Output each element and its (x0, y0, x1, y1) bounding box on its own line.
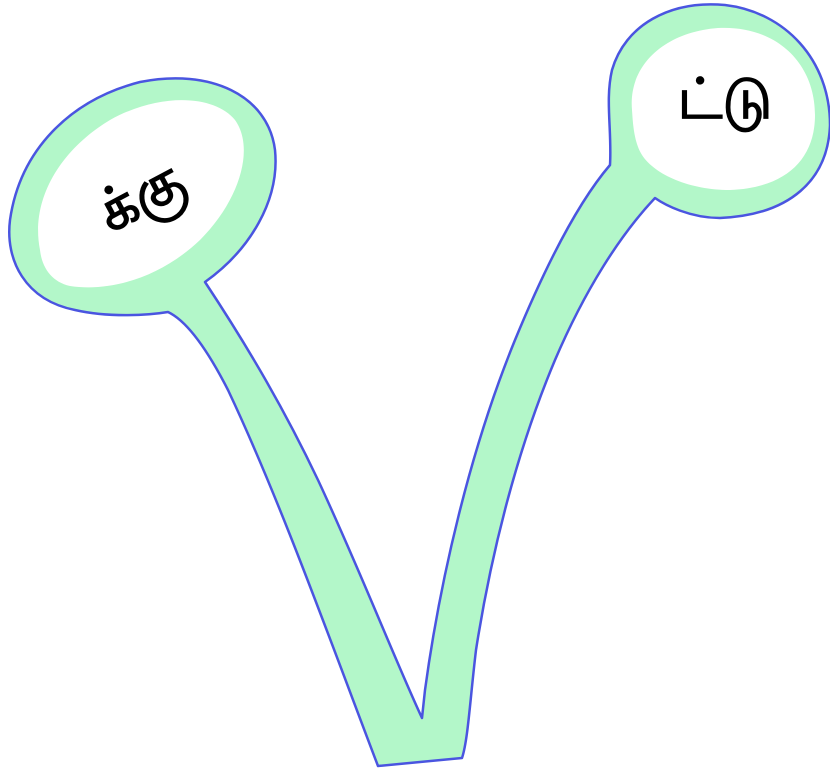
right-bubble-label: ட்டு (678, 67, 773, 132)
right-bubble-label-group: ட்டு (678, 67, 773, 132)
